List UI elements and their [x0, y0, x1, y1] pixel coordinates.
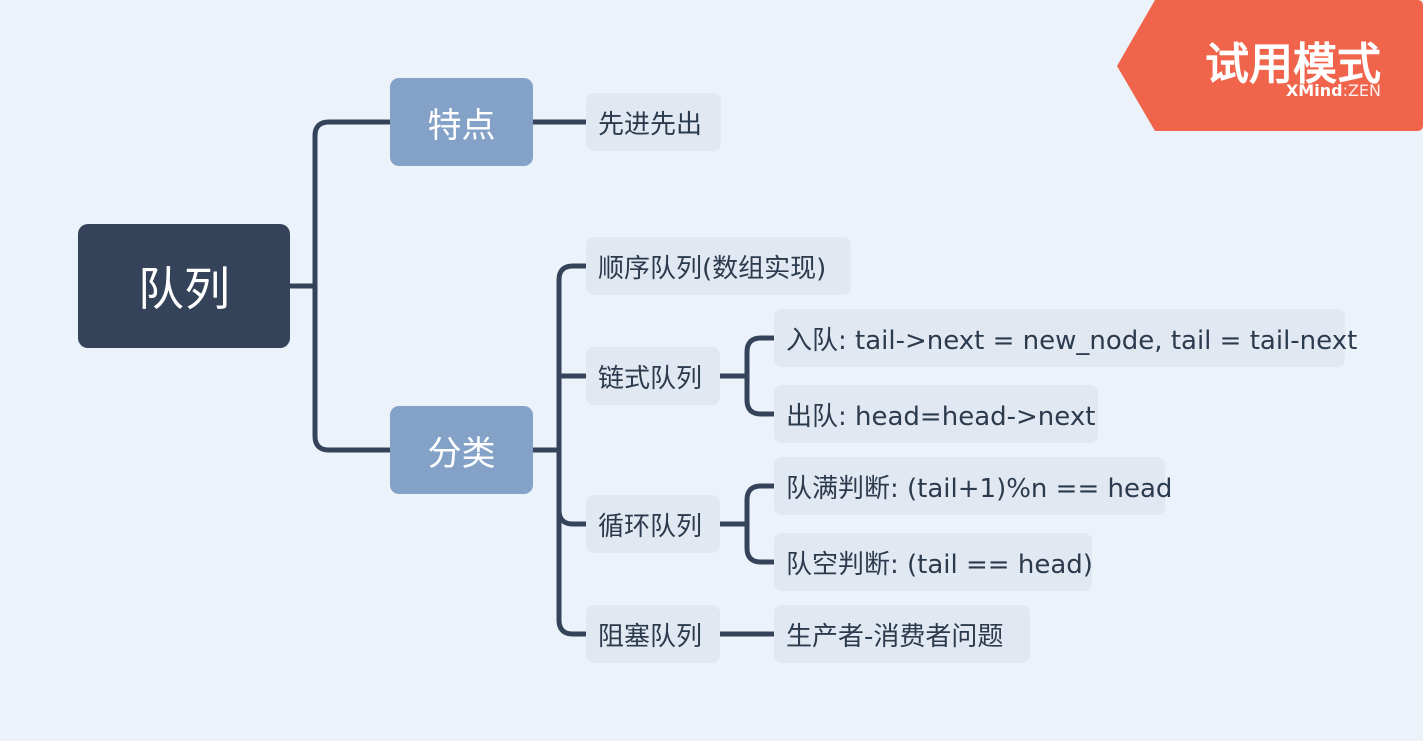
xmind-zen-logo: XMind:ZEN: [1286, 81, 1381, 100]
connector-categories-circular: [556, 373, 589, 527]
root-topic[interactable]: 队列: [78, 224, 290, 348]
connector-circular-full: [744, 483, 777, 527]
subtopic-producer-consumer[interactable]: 生产者-消费者问题: [774, 605, 1030, 663]
trial-mode-title: 试用模式: [1205, 39, 1381, 90]
connector-linked-dequeue: [744, 373, 777, 417]
connector-circular-empty: [744, 521, 777, 565]
topic-categories[interactable]: 分类: [390, 406, 533, 494]
connector-root-categories: [312, 283, 393, 453]
trial-mode-badge[interactable]: 试用模式 XMind:ZEN: [1117, 0, 1423, 131]
subtopic-circular-queue[interactable]: 循环队列: [586, 495, 720, 553]
subtopic-queue-empty[interactable]: 队空判断: (tail == head): [774, 533, 1093, 591]
subtopic-dequeue[interactable]: 出队: head=head->next: [774, 385, 1098, 443]
topic-features[interactable]: 特点: [390, 78, 533, 166]
badge-shape: [1117, 0, 1423, 131]
brand-name: XMind: [1285, 81, 1343, 100]
subtopic-blocking-queue[interactable]: 阻塞队列: [586, 605, 720, 663]
connector-categories-sequential: [556, 263, 589, 453]
subtopic-sequential-queue[interactable]: 顺序队列(数组实现): [586, 237, 851, 295]
brand-suffix: :ZEN: [1342, 81, 1381, 100]
connector-categories-blocking: [556, 507, 589, 637]
subtopic-enqueue[interactable]: 入队: tail->next = new_node, tail = tail-n…: [774, 309, 1357, 367]
subtopic-fifo[interactable]: 先进先出: [586, 93, 721, 151]
connector-root-features: [287, 119, 393, 289]
subtopic-linked-queue[interactable]: 链式队列: [586, 347, 720, 405]
connector-linked-enqueue: [744, 335, 777, 379]
subtopic-queue-full[interactable]: 队满判断: (tail+1)%n == head: [774, 457, 1172, 515]
